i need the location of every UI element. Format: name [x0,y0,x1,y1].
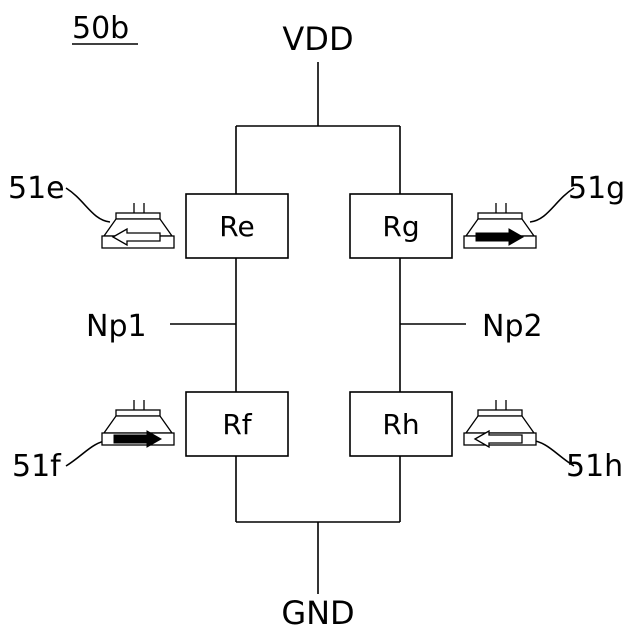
resistor-rh: Rh [350,392,452,456]
element-51h: 51h [464,400,623,484]
resistor-rf-label: Rf [222,408,252,441]
magnet-element-51g-icon [464,203,536,248]
figure-label: 50b [72,11,129,46]
element-51g: 51g [464,171,625,248]
element-51e: 51e [8,171,174,248]
element-51e-label: 51e [8,171,65,206]
element-51h-label: 51h [566,449,623,484]
element-51e-leader [66,188,110,222]
element-51g-label: 51g [568,171,625,206]
magnet-element-51h-icon [464,400,536,447]
element-51f: 51f [12,400,174,484]
magnet-element-51f-icon [102,400,174,447]
resistor-re-label: Re [219,210,254,243]
vdd-label: VDD [282,20,353,58]
circuit-wires [170,62,466,594]
resistor-rf: Rf [186,392,288,456]
magnet-element-51e-icon [102,203,174,248]
resistor-rh-label: Rh [382,408,419,441]
gnd-label: GND [281,594,354,632]
node-np1-label: Np1 [86,309,147,344]
resistor-rg-label: Rg [382,210,419,243]
resistor-re: Re [186,194,288,258]
element-51f-label: 51f [12,449,62,484]
node-np2-label: Np2 [482,309,543,344]
resistor-rg: Rg [350,194,452,258]
